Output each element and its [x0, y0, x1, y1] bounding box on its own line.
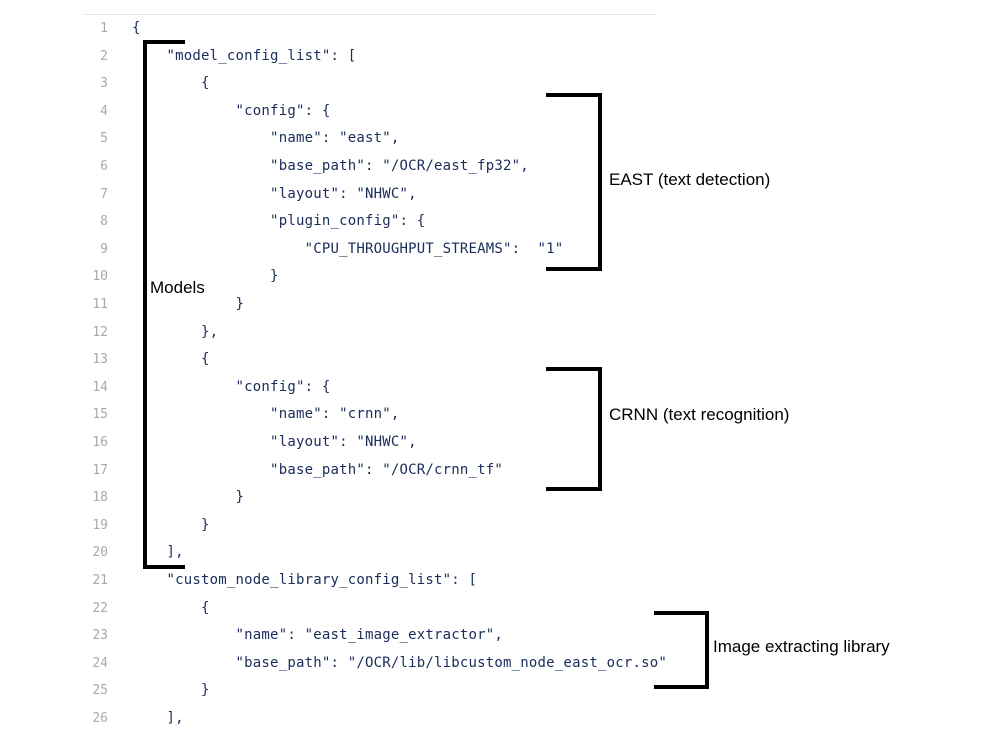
line-number: 10: [92, 269, 108, 285]
code-text: {: [132, 351, 210, 368]
code-line: 25 }: [0, 677, 999, 705]
code-line: 9 "CPU_THROUGHPUT_STREAMS": "1": [0, 236, 999, 264]
code-line: 26 ],: [0, 705, 999, 733]
code-text: "CPU_THROUGHPUT_STREAMS": "1": [132, 240, 564, 257]
crnn-bracket: [546, 367, 602, 491]
line-number: 16: [92, 435, 108, 450]
code-line: 13 {: [0, 346, 999, 374]
code-line: 19 }: [0, 512, 999, 540]
line-number: 9: [100, 241, 108, 257]
code-line: 1{: [0, 15, 999, 43]
models-annotation: Models: [150, 278, 205, 297]
code-line: 12 },: [0, 319, 999, 347]
code-line: 14 "config": {: [0, 374, 999, 402]
line-number: 23: [92, 628, 108, 644]
code-text: }: [132, 296, 245, 312]
line-number: 11: [92, 297, 108, 312]
code-text: {: [132, 20, 141, 36]
code-line: 3 {: [0, 70, 999, 98]
code-line: 2 "model_config_list": [: [0, 43, 999, 71]
crnn-annotation: CRNN (text recognition): [609, 405, 790, 424]
code-line: 22 {: [0, 595, 999, 623]
code-line: 7 "layout": "NHWC",: [0, 181, 999, 209]
code-text: ],: [132, 710, 184, 726]
code-line: 11 }: [0, 291, 999, 319]
code-line: 18 }: [0, 484, 999, 512]
code-line: 16 "layout": "NHWC",: [0, 429, 999, 457]
line-number: 19: [92, 517, 108, 533]
code-text: "base_path": "/OCR/lib/libcustom_node_ea…: [132, 654, 667, 671]
code-line: 10 }: [0, 263, 999, 291]
code-text: "name": "east_image_extractor",: [132, 627, 504, 644]
line-number: 18: [92, 490, 108, 506]
line-number: 12: [92, 324, 108, 340]
line-number: 20: [92, 545, 108, 561]
library-bracket: [654, 611, 709, 689]
line-number: 4: [100, 103, 108, 119]
code-line: 8 "plugin_config": {: [0, 208, 999, 236]
code-text: {: [132, 75, 210, 92]
east-bracket: [546, 93, 602, 271]
line-number: 2: [100, 48, 108, 64]
line-number: 7: [100, 186, 108, 202]
code-line: 23 "name": "east_image_extractor",: [0, 622, 999, 650]
code-text: "base_path": "/OCR/crnn_tf": [132, 461, 504, 478]
code-line: 24 "base_path": "/OCR/lib/libcustom_node…: [0, 650, 999, 678]
code-line: 6 "base_path": "/OCR/east_fp32",: [0, 153, 999, 181]
line-number: 17: [92, 462, 108, 478]
line-number: 5: [100, 131, 108, 147]
line-number: 24: [92, 655, 108, 671]
code-text: "config": {: [132, 102, 331, 119]
line-number: 22: [92, 600, 108, 616]
code-text: ],: [132, 544, 184, 561]
line-number: 15: [92, 407, 108, 423]
code-text: "name": "crnn",: [132, 406, 400, 423]
code-line: 15 "name": "crnn",: [0, 401, 999, 429]
line-number: 6: [100, 159, 108, 174]
code-line: 20 ],: [0, 539, 999, 567]
code-line: 4 "config": {: [0, 98, 999, 126]
code-line: 17 "base_path": "/OCR/crnn_tf": [0, 457, 999, 485]
code-text: "name": "east",: [132, 130, 400, 147]
code-text: },: [132, 323, 219, 340]
code-text: "config": {: [132, 378, 331, 395]
code-text: "custom_node_library_config_list": [: [132, 572, 478, 588]
library-annotation: Image extracting library: [713, 637, 890, 656]
line-number: 25: [92, 683, 108, 699]
line-number: 26: [92, 711, 108, 726]
code-text: }: [132, 516, 210, 533]
east-annotation: EAST (text detection): [609, 170, 771, 189]
line-number: 21: [92, 573, 108, 588]
code-text: {: [132, 599, 210, 616]
code-text: "base_path": "/OCR/east_fp32",: [132, 158, 529, 174]
code-text: "model_config_list": [: [132, 47, 357, 64]
line-number: 14: [92, 379, 108, 395]
code-text: }: [132, 682, 210, 699]
line-number: 13: [92, 352, 108, 368]
line-number: 8: [100, 214, 108, 230]
line-number: 3: [100, 76, 108, 92]
code-line: 21 "custom_node_library_config_list": [: [0, 567, 999, 595]
code-text: "layout": "NHWC",: [132, 434, 417, 450]
code-text: "plugin_config": {: [132, 213, 426, 230]
code-text: "layout": "NHWC",: [132, 185, 417, 202]
line-number: 1: [100, 21, 108, 36]
code-text: }: [132, 268, 279, 285]
code-text: }: [132, 489, 245, 506]
models-bracket: [143, 40, 185, 569]
code-line: 5 "name": "east",: [0, 125, 999, 153]
editor-top-rule: [83, 14, 656, 15]
